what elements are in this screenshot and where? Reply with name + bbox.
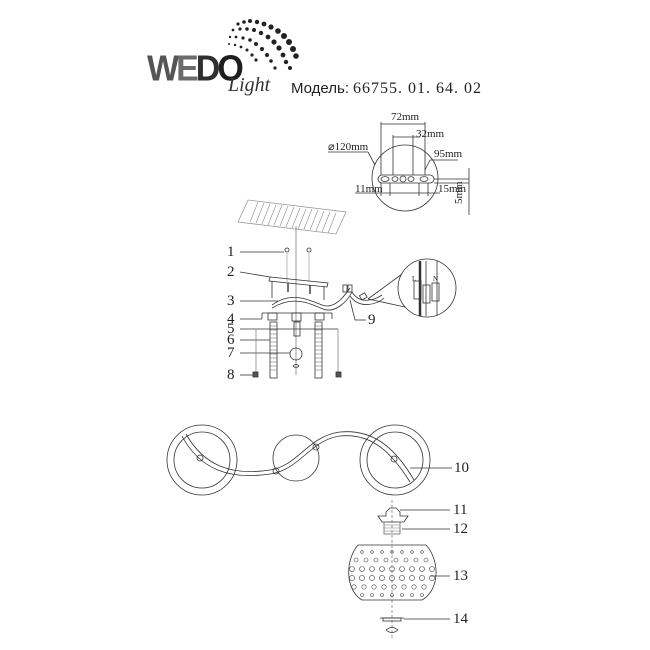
mounting-plate-detail [328,122,470,215]
dim-32: 32mm [416,128,445,140]
dim-5: 5mm [453,181,465,204]
terminal-label-n: N [433,275,439,283]
terminal-label-l: L [412,275,417,283]
callout-6: 6 [227,332,235,348]
callout-8: 8 [227,367,235,383]
model-number: 66755. 01. 64. 02 [353,80,483,97]
brand-script: Light [228,74,271,96]
callout-4: 4 [227,311,235,327]
callout-3: 3 [227,293,235,309]
model-label: Модель: [291,80,350,97]
callout-13: 13 [453,568,468,584]
callout-12: 12 [453,521,468,537]
callout-7: 7 [227,345,235,361]
callout-9: 9 [368,312,376,328]
brand-wordmark: WEDO [147,49,244,89]
shade-perforation [349,550,435,597]
callout-11: 11 [453,502,468,518]
dim-72: 72mm [391,111,420,123]
callout-10: 10 [454,460,469,476]
dim-15: 15mm [438,183,467,195]
model-title: Модель: 66755. 01. 64. 02 [291,80,482,98]
callout-1: 1 [227,244,235,260]
callout-14: 14 [453,611,468,627]
callout-5: 5 [227,321,235,337]
dim-11: 11mm [355,183,383,195]
dim-95: 95mm [434,148,463,160]
callout-2: 2 [227,264,235,280]
dim-120: ⌀120mm [328,141,369,153]
ceiling-hatch [237,199,347,235]
